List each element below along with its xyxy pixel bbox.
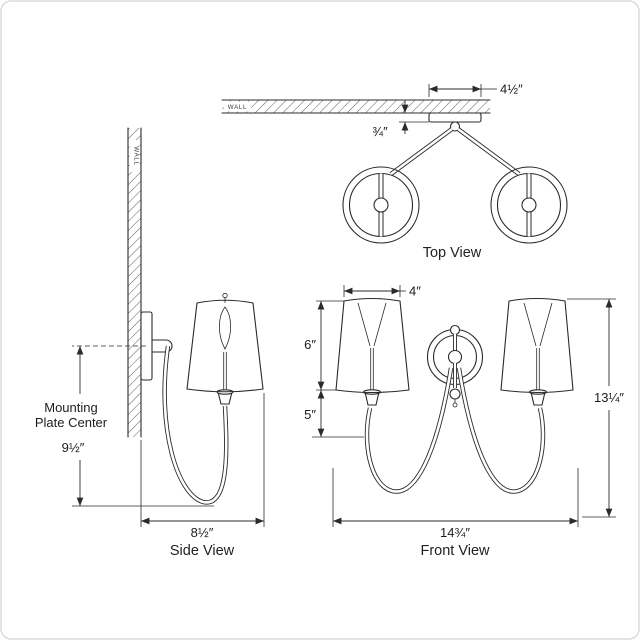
top-view-dim-plate-depth: ¾″ [372,101,429,139]
front-view-arm-right [456,367,546,494]
dim-backplate-width-label: 4½″ [500,82,523,97]
front-view-center-stem [447,324,463,408]
dim-shade-height-label: 6″ [304,337,316,352]
front-view-title: Front View [420,543,490,559]
front-view-shade-right [500,297,574,394]
side-view-title: Side View [170,543,235,559]
side-view-shade [186,292,264,393]
side-view-arm [162,345,229,505]
dim-mounting-height-label: 9½″ [62,440,85,455]
side-view-drawing: WALL [35,127,265,559]
top-view-drawing: WALL [221,82,568,261]
mounting-plate-center-line1: Mounting [44,400,97,415]
front-view-drawing: 4″ 6″ 5″ 13¼″ 14¾″ [304,284,624,560]
top-view-wall: WALL [221,99,491,114]
front-view-dim-width: 14¾″ [332,468,579,540]
side-view-dim-extension: 8½″ [140,393,265,540]
wall-label-bg [129,140,140,172]
top-view-wall-label: WALL [228,104,247,111]
front-view-dim-shade-top: 4″ [343,284,421,299]
side-view-wall-label: WALL [133,146,140,165]
side-view-wall: WALL [127,127,142,438]
dim-stem-label: 5″ [304,407,316,422]
wall-hatch [222,100,490,113]
dim-plate-depth-label: ¾″ [372,124,388,139]
front-view-arm-left [364,367,454,494]
side-view-dim-mounting-height: Mounting Plate Center 9½″ [35,345,214,507]
front-view-candle-left [357,302,387,406]
wall-label-bg [224,101,251,112]
dim-width-label: 14¾″ [440,525,470,540]
mounting-plate-center-line2: Plate Center [35,415,108,430]
dim-extension-label: 8½″ [191,525,214,540]
top-view-title: Top View [423,245,482,261]
top-view-shade-right [490,166,568,244]
bulb-outline [218,306,232,350]
top-view-center-knob [449,121,461,132]
front-view-dim-height: 13¼″ [567,298,624,518]
dim-height-label: 13¼″ [594,390,624,405]
wall-hatch [128,128,141,437]
front-view-shade-left [335,297,410,394]
top-view-backplate [428,112,482,123]
finial [222,292,228,299]
top-view-shade-left [342,166,420,244]
top-view-arms [389,127,521,176]
dim-shade-top-label: 4″ [409,284,421,299]
front-view-candle-right [523,302,553,406]
side-view-candle [216,306,234,405]
top-view-dim-backplate-width: 4½″ [428,82,523,97]
front-view-dim-stem: 5″ [304,390,364,438]
